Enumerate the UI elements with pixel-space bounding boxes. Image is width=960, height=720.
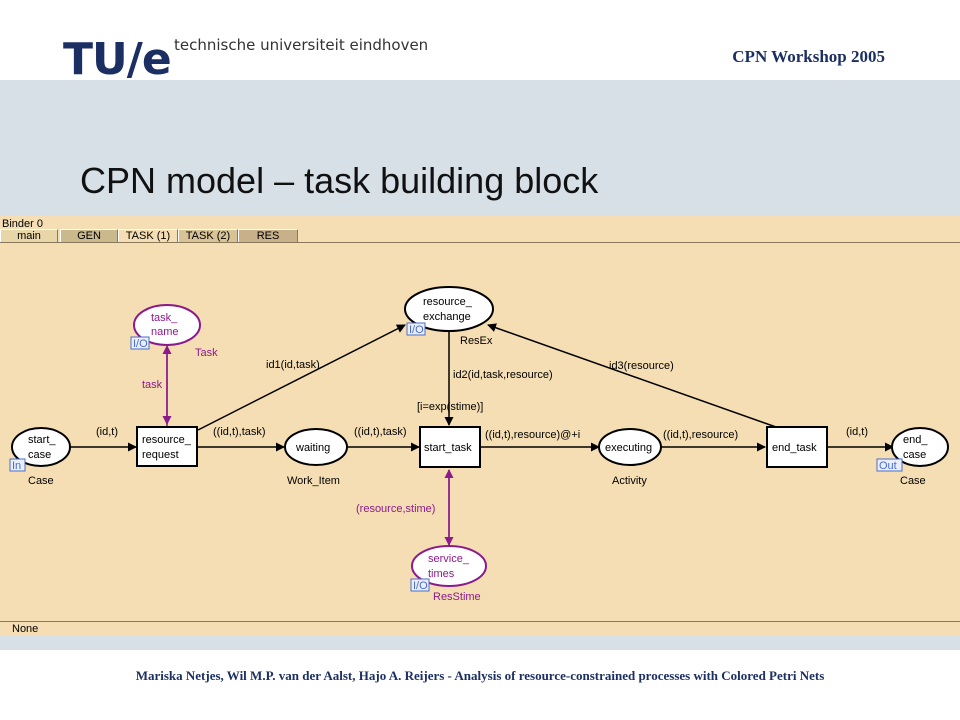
place-label: exchange: [423, 311, 471, 323]
place-label: case: [903, 449, 926, 461]
transition-label: resource_: [142, 434, 192, 446]
place-waiting[interactable]: waiting: [284, 428, 348, 466]
place-label: task_: [151, 312, 178, 324]
tab-main[interactable]: main: [0, 229, 58, 243]
status-tab-none[interactable]: None: [0, 622, 56, 636]
svg-text:Out: Out: [879, 460, 897, 472]
svg-text:I/O: I/O: [133, 338, 148, 350]
colorset-activity: Activity: [612, 475, 647, 487]
svg-text:In: In: [12, 460, 21, 472]
transition-resource-request[interactable]: resource_ request: [136, 426, 198, 467]
tab-task-2[interactable]: TASK (2): [178, 229, 238, 243]
arc-label-id2: id2(id,task,resource): [453, 369, 553, 381]
svg-text:I/O: I/O: [409, 324, 424, 336]
arc-label-id3: id3(resource): [609, 360, 674, 372]
port-tag-start-case: In: [9, 458, 26, 472]
place-resource-exchange[interactable]: resource_ exchange: [404, 286, 494, 332]
arc-label-res-stime: (resource,stime): [356, 503, 435, 515]
colorset-work-item: Work_Item: [287, 475, 340, 487]
place-start-case[interactable]: start_ case: [11, 427, 71, 467]
arc-label-idt-res-delay: ((id,t),resource)@+i: [485, 429, 580, 441]
place-service-times[interactable]: service_ times: [411, 545, 487, 587]
place-executing[interactable]: executing: [598, 428, 662, 466]
place-label: resource_: [423, 296, 473, 308]
transition-start-task[interactable]: start_task: [419, 426, 481, 468]
slide-footer: Mariska Netjes, Wil M.P. van der Aalst, …: [135, 668, 825, 683]
arc-label-task: task: [142, 379, 163, 391]
arc-label-idt-task-1: ((id,t),task): [213, 426, 266, 438]
arc-label-idt-1: (id,t): [96, 426, 118, 438]
place-label: waiting: [295, 442, 330, 454]
colorset-case-out: Case: [900, 475, 926, 487]
slide-header: TU/e technische universiteit eindhoven C…: [0, 0, 960, 85]
arc-label-id1: id1(id,task): [266, 359, 320, 371]
transition-label: start_task: [424, 442, 472, 454]
petri-net-canvas[interactable]: task_ name resource_ exchange start_ cas…: [0, 243, 960, 621]
transition-label: end_task: [772, 442, 817, 454]
university-name: technische universiteit eindhoven: [174, 36, 429, 54]
binder-label: Binder 0: [2, 218, 43, 230]
colorset-task: Task: [195, 347, 218, 359]
status-divider: [0, 621, 960, 622]
arcs: [70, 323, 894, 546]
place-label: case: [28, 449, 51, 461]
guard-label: [i=exp(stime)]: [417, 401, 483, 413]
colorset-case-in: Case: [28, 475, 54, 487]
arc-label-idt-task-2: ((id,t),task): [354, 426, 407, 438]
port-tag-service-times: I/O: [410, 578, 430, 592]
place-label: executing: [605, 442, 652, 454]
port-tag-task-name: I/O: [130, 336, 150, 350]
tab-res[interactable]: RES: [238, 229, 298, 243]
workshop-label: CPN Workshop 2005: [732, 47, 885, 66]
arc-end-task-to-exchange: [487, 323, 777, 428]
colorset-resex: ResEx: [460, 335, 493, 347]
transition-label: request: [142, 449, 179, 461]
tue-logo: TU/e: [63, 34, 172, 85]
port-tag-end-case: Out: [876, 458, 903, 472]
tab-task-1[interactable]: TASK (1): [118, 229, 178, 243]
transition-end-task[interactable]: end_task: [766, 426, 828, 468]
place-label: end_: [903, 434, 928, 446]
arc-label-idt-2: (id,t): [846, 426, 868, 438]
place-end-case[interactable]: end_ case: [891, 427, 949, 467]
place-label: times: [428, 568, 455, 580]
svg-text:I/O: I/O: [413, 580, 428, 592]
tab-gen[interactable]: GEN: [60, 229, 118, 243]
arc-resource-request-to-exchange: [197, 324, 406, 431]
slide-title: CPN model – task building block: [80, 160, 599, 201]
tab-divider: [0, 242, 960, 243]
place-task-name[interactable]: task_ name: [133, 304, 201, 346]
port-tag-resource-exchange: I/O: [406, 322, 426, 336]
place-label: name: [151, 326, 179, 338]
arc-label-idt-res: ((id,t),resource): [663, 429, 738, 441]
place-label: start_: [28, 434, 56, 446]
colorset-resstime: ResStime: [433, 591, 481, 603]
place-label: service_: [428, 553, 470, 565]
